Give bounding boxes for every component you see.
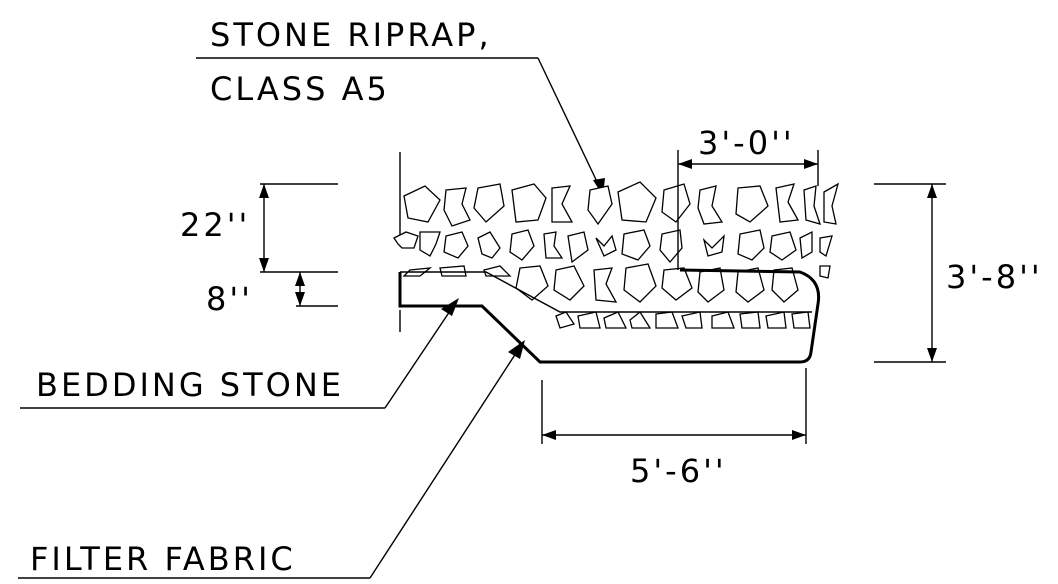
riprap-leader bbox=[537, 57, 601, 189]
riprap-label-line2: CLASS A5 bbox=[210, 70, 390, 108]
bedding-label: BEDDING STONE bbox=[36, 366, 344, 404]
dim-riprap-thickness: 22'' bbox=[180, 206, 250, 244]
fabric-leader bbox=[369, 349, 519, 579]
fabric-label: FILTER FABRIC bbox=[30, 540, 296, 578]
dim-total-depth: 3'-8'' bbox=[946, 258, 1043, 296]
bedding-profile bbox=[398, 268, 821, 364]
bedding-top-line bbox=[400, 271, 812, 313]
dim-toe-width: 5'-6'' bbox=[630, 452, 727, 490]
bedding-leader bbox=[384, 307, 453, 409]
fabric-leader-arrowhead bbox=[508, 340, 525, 359]
riprap-label-line1: STONE RIPRAP, bbox=[210, 16, 492, 54]
riprap-stones bbox=[393, 181, 840, 329]
dim-bedding-thickness: 8'' bbox=[206, 280, 253, 318]
dim-top-width: 3'-0'' bbox=[698, 124, 795, 162]
